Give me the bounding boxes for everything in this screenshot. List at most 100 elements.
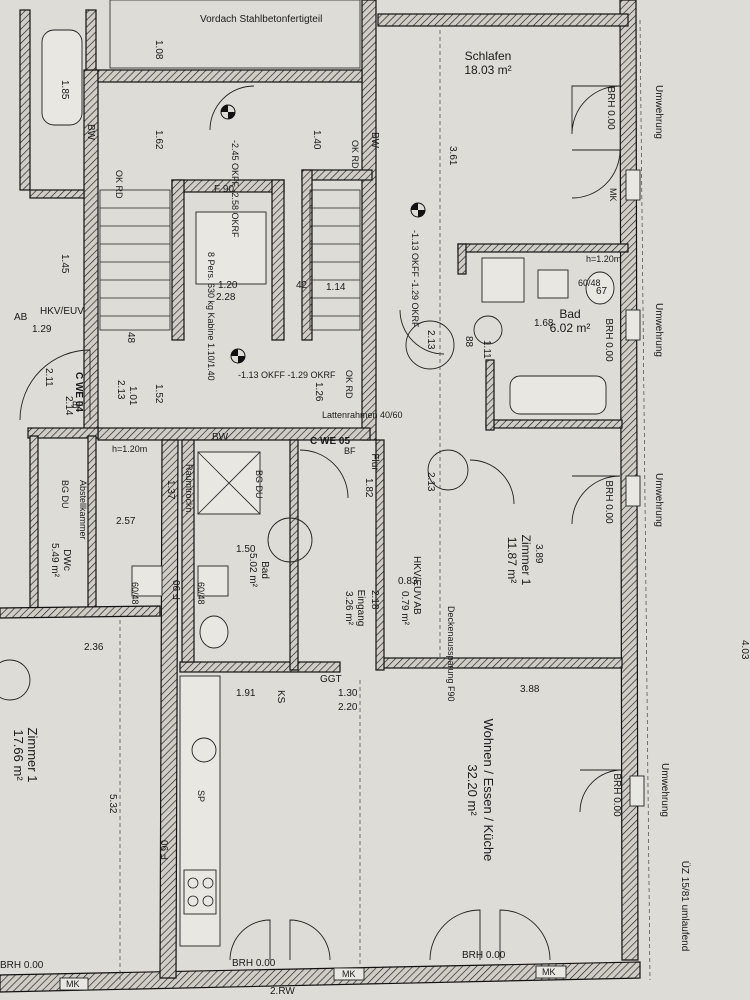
dim-213c: 2.13 (425, 472, 436, 492)
room-name-flur: Flur (369, 453, 380, 471)
room-name-bad-center: Bad (259, 561, 270, 579)
dim-140: 1.40 (311, 130, 322, 150)
label-f90-2: F 90 (160, 840, 171, 860)
dim-088: 88 (463, 336, 474, 348)
label-f90-1: F 90 (214, 184, 234, 195)
room-area-dwc: 5.49 m² (49, 543, 60, 578)
label-wm-3: 60/48 (196, 582, 206, 605)
room-area-eingang: 3.26 m² (343, 591, 354, 626)
label-level-2: -2.45 OKFF -2.58 OKRF (230, 140, 240, 238)
dim-114: 1.14 (326, 282, 346, 293)
label-lift: 8 Pers. 630 kg Kabine 1.10/1.40 (206, 252, 216, 381)
room-area-bad-right: 6.02 m² (550, 321, 591, 335)
label-ggt: GGT (320, 674, 342, 685)
dim-213: 2.13 (115, 380, 126, 400)
dim-403: 4.03 (739, 640, 750, 660)
dim-191: 1.91 (236, 688, 256, 699)
label-ks: KS (275, 690, 286, 704)
axis-lines (119, 19, 651, 981)
room-area-bad-center: 5.02 m² (247, 553, 258, 588)
dim-236: 2.36 (84, 642, 104, 653)
label-h1: h=1.20m (586, 254, 621, 264)
label-level-3: -1.13 OKFF -1.29 OKRF (238, 370, 336, 380)
room-name-dwc: DWc (61, 549, 72, 571)
dim-185: 1.85 (59, 80, 70, 100)
label-brh-1: BRH 0.00 (605, 86, 616, 130)
unit-bf-04: BF (72, 400, 84, 410)
dim-361: 3.61 (447, 146, 458, 166)
dim-067: 67 (596, 286, 608, 297)
dim-168: 1.68 (534, 318, 554, 329)
label-brh-7: BRH 0.00 (0, 960, 44, 971)
label-umwehrung-1: Umwehrung (653, 85, 664, 139)
dim-532: 5.32 (107, 794, 118, 814)
unit-c-we-04: C WE 04 (73, 372, 84, 412)
label-ok-rd-2: OK RD (114, 170, 124, 199)
label-level-1: -1.13 OKFF -1.29 OKRF (410, 230, 420, 328)
label-raumtrockn: Raumtrockn. (184, 464, 194, 515)
unit-bf-05: BF (344, 446, 356, 456)
dim-137: 1.37 (165, 480, 176, 500)
label-bw-1: BW (369, 132, 380, 149)
room-name-zimmer1-left: Zimmer 1 (25, 728, 40, 783)
dim-129: 1.29 (32, 324, 52, 335)
dim-182: 1.82 (363, 478, 374, 498)
label-brh-3: BRH 0.00 (603, 480, 614, 524)
room-name-schlafen: Schlafen (465, 49, 512, 63)
label-ug-note: Deckenaussparung F90 (446, 606, 456, 702)
doors (19, 85, 623, 961)
label-brh-6: BRH 0.00 (232, 958, 276, 969)
plants (0, 315, 503, 701)
dim-145: 1.45 (59, 254, 70, 274)
dim-111: 1.11 (481, 340, 492, 359)
label-umwehrung-3: Umwehrung (653, 473, 664, 527)
text-labels: Vordach Stahlbetonfertigteil Schlafen 18… (0, 14, 750, 997)
dim-220: 2.20 (338, 702, 358, 713)
room-area-wohnen: 32.20 m² (465, 764, 480, 816)
dim-048: 48 (125, 332, 136, 344)
label-umwehrung-2: Umwehrung (653, 303, 664, 357)
window-markers (59, 169, 645, 991)
dim-162: 1.62 (153, 130, 164, 150)
label-uz: ÜZ 15/81 umlaufend (679, 861, 691, 952)
room-name-wohnen: Wohnen / Essen / Küche (481, 719, 496, 862)
room-area-ab: 0.79 m² (399, 591, 410, 626)
label-h1-2: h=1.20m (112, 444, 147, 454)
label-bg-du-2: BG DU (60, 480, 70, 509)
label-mk-1: MK (608, 188, 618, 202)
label-hkv-euv-2: HKV/EUV (411, 556, 422, 600)
label-abstell: Abstellkammer (78, 480, 88, 540)
room-name-eingang: Eingang (355, 590, 366, 627)
label-bw-3: BW (212, 432, 229, 443)
label-brh-2: BRH 0.00 (603, 318, 614, 362)
label-umwehrung-4: Umwehrung (659, 763, 670, 817)
room-name-ab: AB (411, 601, 422, 615)
dim-228: 2.28 (216, 292, 236, 303)
level-markers (220, 104, 426, 364)
label-mk-3: MK (542, 967, 556, 977)
fixtures (41, 29, 615, 947)
dim-152: 1.52 (153, 384, 164, 404)
label-bw-2: BW (85, 124, 96, 141)
room-area-zimmer1-left: 17.66 m² (11, 729, 26, 781)
walls (0, 0, 641, 993)
room-area-zimmer1-right: 11.87 m² (505, 537, 519, 583)
room-name-bad-right: Bad (559, 307, 580, 321)
label-bg-du: BG DU (254, 470, 264, 499)
label-ok-rd-1: OK RD (350, 140, 360, 169)
dim-214: 2.14 (63, 396, 74, 416)
unit-c-we-05: C WE 05 (310, 436, 350, 447)
dim-042: 42 (296, 280, 308, 291)
label-sp: SP (196, 790, 206, 802)
label-mk-4: MK (66, 979, 80, 989)
dim-083: 0.83 (398, 576, 418, 587)
label-rw: 2.RW (270, 986, 295, 997)
dim-150: 1.50 (236, 544, 256, 555)
canopy-note: Vordach Stahlbetonfertigteil (200, 14, 322, 25)
dim-126: 1.26 (313, 382, 324, 402)
label-wm: 60/48 (578, 278, 601, 288)
label-brh-4: BRH 0.00 (611, 773, 622, 817)
label-brh-5: BRH 0.00 (462, 950, 506, 961)
dim-120: 1.20 (218, 280, 238, 291)
